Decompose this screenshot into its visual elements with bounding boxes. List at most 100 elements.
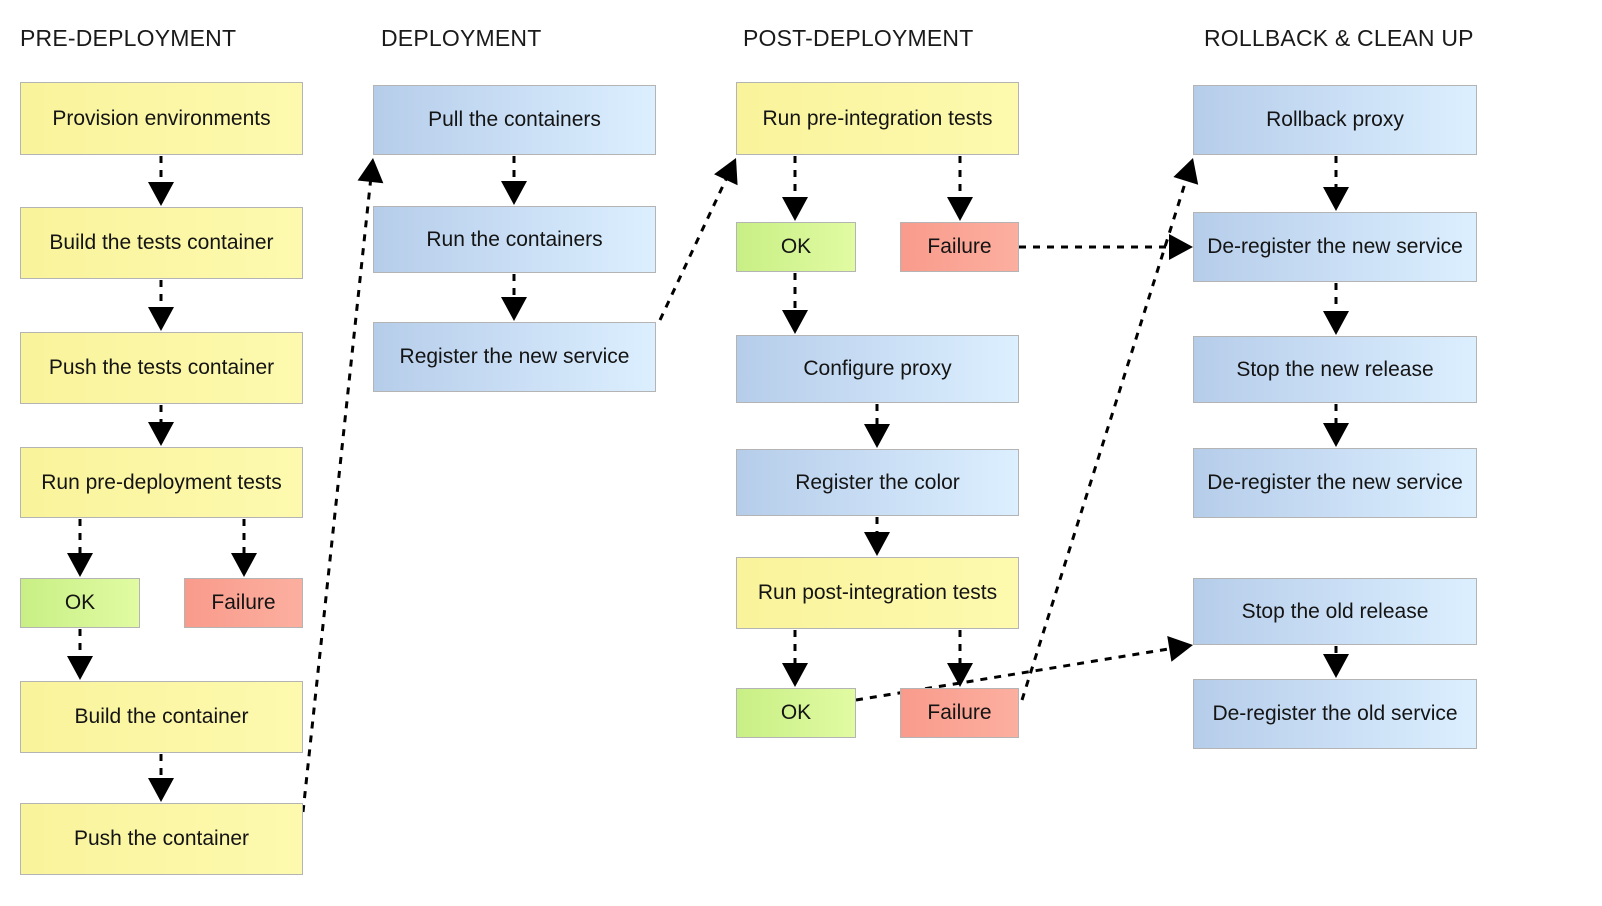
- arrowhead-icon: [947, 197, 973, 221]
- column-header-post-deployment: POST-DEPLOYMENT: [743, 25, 974, 51]
- node-push-the-container[interactable]: Push the container: [20, 803, 303, 875]
- arrowhead-icon: [864, 532, 890, 556]
- arrowhead-icon: [1169, 234, 1193, 260]
- node-push-tests-container[interactable]: Push the tests container: [20, 332, 303, 404]
- node-provision-environments[interactable]: Provision environments: [20, 82, 303, 155]
- node-label: Run the containers: [426, 227, 603, 251]
- edge-e-run-pre-to-failure: [231, 519, 257, 577]
- edge-e-register-to-run-pre-integ: [658, 158, 738, 321]
- edge-e-post-integ-to-ok: [782, 630, 808, 687]
- arrowhead-icon: [1323, 423, 1349, 447]
- edge-e-build-to-push-container: [148, 754, 174, 802]
- node-stop-the-new-release[interactable]: Stop the new release: [1193, 336, 1477, 403]
- arrowhead-icon: [501, 297, 527, 321]
- node-pre-failure[interactable]: Failure: [184, 578, 303, 628]
- edge-e-provision-to-build-tests: [148, 156, 174, 206]
- arrowhead-icon: [148, 778, 174, 802]
- edge-e-deregister-new-to-stop-new: [1323, 283, 1349, 335]
- node-label: Push the tests container: [48, 356, 275, 380]
- edge-e-ok-to-build-container: [67, 629, 93, 680]
- node-label: Run post-integration tests: [757, 581, 998, 605]
- node-label: De-register the new service: [1207, 235, 1463, 259]
- node-label: Failure: [927, 701, 992, 725]
- node-stop-the-old-release[interactable]: Stop the old release: [1193, 578, 1477, 645]
- node-label: Run pre-integration tests: [762, 106, 993, 130]
- node-label: OK: [780, 701, 812, 725]
- node-label: Push the container: [73, 827, 250, 851]
- node-configure-proxy[interactable]: Configure proxy: [736, 335, 1019, 403]
- node-run-pre-deployment-tests[interactable]: Run pre-deployment tests: [20, 447, 303, 518]
- node-de-register-new-service-2[interactable]: De-register the new service: [1193, 448, 1477, 518]
- node-label: OK: [64, 591, 96, 615]
- node-de-register-old-service[interactable]: De-register the old service: [1193, 679, 1477, 749]
- node-post-pre-ok[interactable]: OK: [736, 222, 856, 272]
- arrowhead-icon: [148, 182, 174, 206]
- arrowhead-icon: [148, 422, 174, 446]
- node-build-the-container[interactable]: Build the container: [20, 681, 303, 753]
- arrowhead-icon: [67, 656, 93, 680]
- node-label: Failure: [927, 235, 992, 259]
- node-run-pre-integration-tests[interactable]: Run pre-integration tests: [736, 82, 1019, 155]
- node-label: Register the new service: [399, 345, 630, 369]
- edge-shaft: [658, 175, 729, 321]
- edge-e-run-containers-to-register: [501, 274, 527, 321]
- node-label: Build the tests container: [49, 231, 274, 255]
- node-label: Rollback proxy: [1266, 108, 1404, 132]
- column-header-pre-deployment: PRE-DEPLOYMENT: [20, 25, 237, 51]
- node-label: Pull the containers: [428, 108, 601, 132]
- arrowhead-icon: [501, 181, 527, 205]
- node-rollback-proxy[interactable]: Rollback proxy: [1193, 85, 1477, 155]
- arrowhead-icon: [1323, 654, 1349, 678]
- arrowhead-icon: [1167, 636, 1193, 662]
- edge-e-stop-old-to-deregister-old: [1323, 646, 1349, 678]
- edge-e-post-integ-to-failure: [947, 630, 973, 687]
- edge-e-rollback-to-deregister-new-1: [1323, 156, 1349, 211]
- arrowhead-icon: [1323, 187, 1349, 211]
- node-label: De-register the new service: [1207, 471, 1463, 495]
- edge-shaft: [301, 177, 373, 813]
- node-post-post-ok[interactable]: OK: [736, 688, 856, 738]
- arrowhead-icon: [782, 663, 808, 687]
- edge-e-pre-failure-to-deregister: [1019, 234, 1193, 260]
- arrowhead-icon: [1323, 311, 1349, 335]
- edge-shaft: [1020, 176, 1189, 701]
- column-header-deployment: DEPLOYMENT: [381, 25, 542, 51]
- node-label: Run pre-deployment tests: [41, 470, 282, 494]
- edge-e-run-pre-to-ok: [67, 519, 93, 577]
- node-post-pre-failure[interactable]: Failure: [900, 222, 1019, 272]
- node-label: Provision environments: [52, 106, 271, 130]
- edge-e-build-tests-to-push-tests: [148, 280, 174, 331]
- node-run-the-containers[interactable]: Run the containers: [373, 206, 656, 273]
- node-label: Stop the new release: [1236, 357, 1434, 381]
- node-de-register-new-service-1[interactable]: De-register the new service: [1193, 212, 1477, 282]
- node-register-the-new-service[interactable]: Register the new service: [373, 322, 656, 392]
- edge-e-pull-to-run-containers: [501, 156, 527, 205]
- edge-e-post-failure-to-rollback: [1020, 158, 1199, 701]
- node-label: Stop the old release: [1241, 599, 1429, 623]
- arrowhead-icon: [1173, 158, 1199, 185]
- node-register-the-color[interactable]: Register the color: [736, 449, 1019, 516]
- arrowhead-icon: [782, 197, 808, 221]
- edge-e-stop-new-to-deregister-new-2: [1323, 404, 1349, 447]
- edge-e-register-color-to-post-integ: [864, 517, 890, 556]
- edge-e-push-tests-to-run-pre: [148, 405, 174, 446]
- node-build-tests-container[interactable]: Build the tests container: [20, 207, 303, 279]
- node-pull-the-containers[interactable]: Pull the containers: [373, 85, 656, 155]
- arrowhead-icon: [231, 553, 257, 577]
- node-label: Build the container: [74, 705, 249, 729]
- node-post-post-failure[interactable]: Failure: [900, 688, 1019, 738]
- edge-e-post-ok-to-configure-proxy: [782, 273, 808, 334]
- edge-e-push-container-to-pull: [301, 158, 384, 813]
- node-label: Register the color: [795, 470, 960, 494]
- node-label: Configure proxy: [803, 357, 952, 381]
- node-run-post-integration-tests[interactable]: Run post-integration tests: [736, 557, 1019, 629]
- arrowhead-icon: [782, 310, 808, 334]
- arrowhead-icon: [67, 553, 93, 577]
- arrowhead-icon: [947, 663, 973, 687]
- node-label: OK: [780, 235, 812, 259]
- edge-e-configure-to-register-color: [864, 404, 890, 448]
- column-header-rollback: ROLLBACK & CLEAN UP: [1204, 25, 1474, 51]
- edge-e-pre-integ-to-failure: [947, 156, 973, 221]
- node-pre-ok[interactable]: OK: [20, 578, 140, 628]
- edge-e-pre-integ-to-ok: [782, 156, 808, 221]
